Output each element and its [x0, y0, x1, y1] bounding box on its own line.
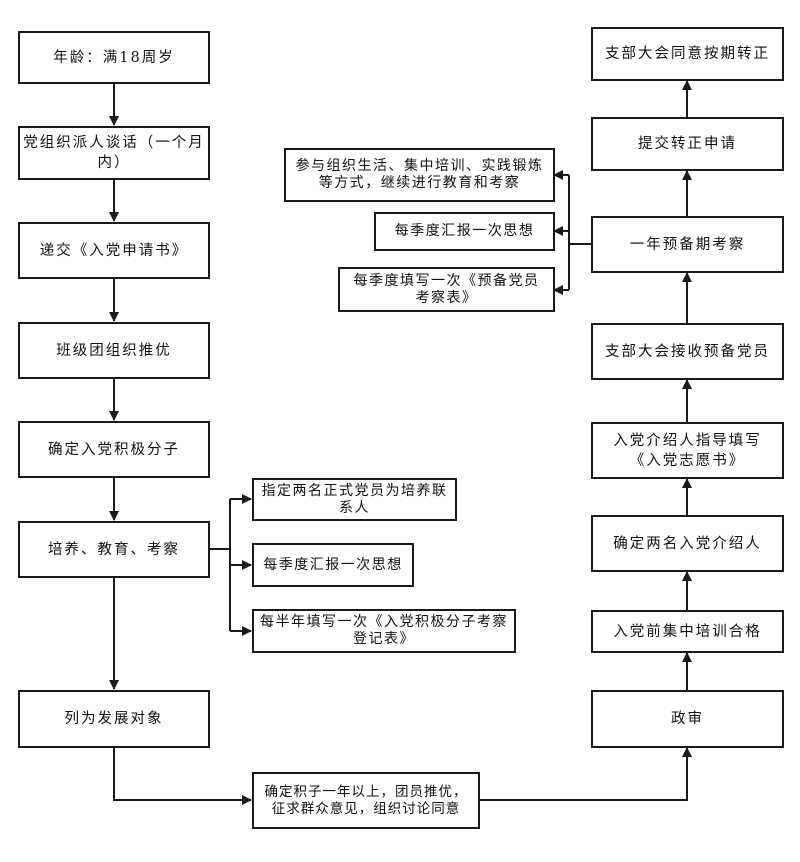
branch-report-quarterly-label: 每季度汇报一次思想 [263, 556, 403, 573]
branch-halfyear-form-label: 每半年填写一次《入党积极分子考察登记表》 [260, 614, 508, 647]
step-activist-label: 确定入党积极分子 [48, 441, 180, 458]
step-training-label: 入党前集中培训合格 [613, 623, 762, 640]
step-probation: 一年预备期考察 [591, 216, 784, 273]
step-volunteer-form: 入党介绍人指导填写《入党志愿书》 [591, 422, 784, 479]
step-cultivate: 培养、教育、考察 [18, 521, 210, 578]
step-submit-regular: 提交转正申请 [591, 117, 784, 171]
branch-report-quarterly: 每季度汇报一次思想 [252, 543, 414, 587]
step-approval: 确定积子一年以上，团员推优，征求群众意见，组织讨论同意 [252, 772, 480, 829]
step-develop-label: 列为发展对象 [64, 711, 164, 727]
branch-contacts: 指定两名正式党员为培养联系人 [252, 478, 457, 521]
arrow-develop-to-approval [113, 747, 252, 805]
step-apply-label: 递交《入党申请书》 [39, 242, 189, 259]
step-age: 年龄：满18周岁 [18, 31, 210, 84]
step-introducers-label: 确定两名入党介绍人 [613, 535, 762, 552]
step-accept-probationary: 支部大会接收预备党员 [591, 323, 784, 380]
step-apply: 递交《入党申请书》 [18, 222, 210, 279]
step-develop: 列为发展对象 [18, 690, 210, 748]
branch-halfyear-form: 每半年填写一次《入党积极分子考察登记表》 [252, 609, 516, 653]
branch-continue-edu-label: 参与组织生活、集中培训、实践锻炼等方式，继续进行教育和考察 [295, 158, 544, 191]
step-approve-regular-label: 支部大会同意按期转正 [605, 46, 770, 62]
step-approval-label: 确定积子一年以上，团员推优，征求群众意见，组织讨论同意 [264, 783, 468, 817]
branch-continue-edu: 参与组织生活、集中培训、实践锻炼等方式，继续进行教育和考察 [284, 148, 555, 202]
step-recommend: 班级团组织推优 [18, 322, 210, 379]
step-submit-regular-label: 提交转正申请 [638, 136, 737, 152]
step-accept-probationary-label: 支部大会接收预备党员 [605, 343, 770, 360]
step-cultivate-label: 培养、教育、考察 [48, 541, 180, 558]
branch-report-quarterly-2: 每季度汇报一次思想 [374, 212, 555, 251]
step-probation-label: 一年预备期考察 [629, 236, 746, 253]
step-volunteer-form-label: 入党介绍人指导填写《入党志愿书》 [613, 432, 762, 469]
step-recommend-label: 班级团组织推优 [56, 342, 172, 359]
branch-report-quarterly-2-label: 每季度汇报一次思想 [394, 223, 535, 239]
step-activist: 确定入党积极分子 [18, 421, 210, 478]
step-age-label: 年龄：满18周岁 [53, 49, 175, 66]
arrow-approval-to-review [479, 747, 692, 801]
step-approve-regular: 支部大会同意按期转正 [591, 27, 784, 81]
branch-contacts-label: 指定两名正式党员为培养联系人 [261, 482, 448, 516]
step-review: 政审 [591, 690, 784, 748]
step-training: 入党前集中培训合格 [591, 610, 784, 653]
step-talk: 党组织派人谈话（一个月内） [18, 126, 210, 180]
step-talk-label: 党组织派人谈话（一个月内） [23, 135, 205, 171]
branch-quarterly-form: 每季度填写一次《预备党员考察表》 [338, 267, 555, 312]
step-review-label: 政审 [671, 711, 704, 727]
step-introducers: 确定两名入党介绍人 [591, 515, 784, 572]
branch-quarterly-form-label: 每季度填写一次《预备党员考察表》 [353, 272, 540, 306]
